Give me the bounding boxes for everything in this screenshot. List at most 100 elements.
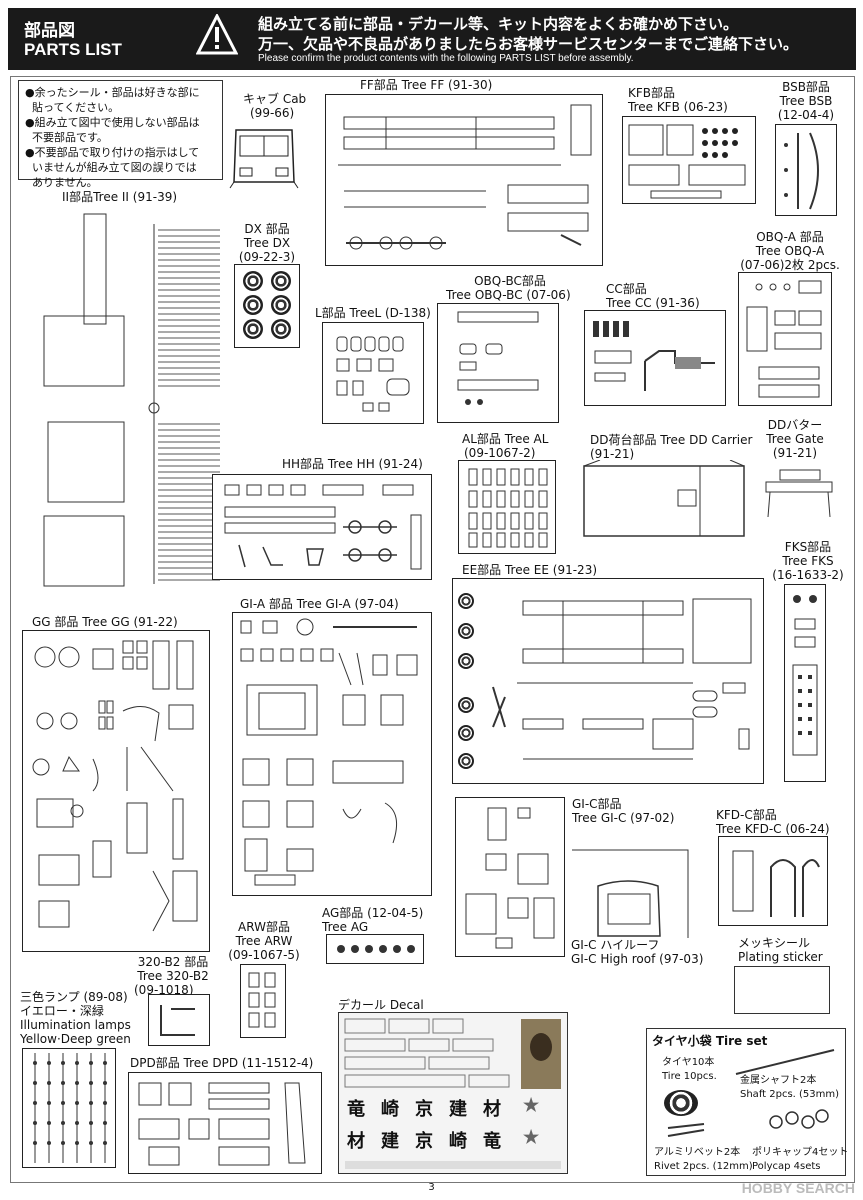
ii-label: II部品Tree II (91-39)	[62, 190, 178, 204]
cab-code: (99-66)	[250, 106, 295, 120]
tree-gia	[232, 612, 432, 896]
dx-tree: Tree DX	[243, 236, 291, 250]
fks-code: (16-1633-2)	[772, 568, 844, 582]
lamps-color-en: Yellow·Deep green	[20, 1032, 131, 1046]
l-label: L部品 TreeL (D-138)	[315, 306, 431, 320]
tree-bsb	[775, 124, 837, 216]
arw-tree: Tree ARW	[235, 934, 293, 948]
lamps-label: 三色ランプ (89-08)	[20, 990, 128, 1004]
fks-label: FKS部品	[784, 540, 832, 554]
ee-label: EE部品 Tree EE (91-23)	[462, 563, 598, 577]
tree-kfb	[622, 116, 756, 204]
al-label: AL部品 Tree AL	[462, 432, 549, 446]
tree-ii	[43, 213, 220, 587]
decal-kanji: 竜	[347, 1099, 365, 1120]
notice-en: Please confirm the product contents with…	[258, 53, 634, 64]
gia-label: GI-A 部品 Tree GI-A (97-04)	[240, 597, 399, 611]
decal-kanji: 材	[483, 1099, 501, 1120]
dd-carrier-drawing	[583, 460, 745, 537]
tree-ff	[325, 94, 603, 266]
decal-kanji: 材	[347, 1131, 365, 1152]
obqbc-label: OBQ-BC部品	[474, 274, 546, 288]
note-line: ●不要部品で取り付けの指示はして	[25, 146, 200, 159]
note-line: ありません。	[25, 176, 98, 189]
hh-label: HH部品 Tree HH (91-24)	[282, 457, 423, 471]
note-line: 不要部品です。	[25, 131, 108, 144]
b2-code: (09-1018)	[134, 983, 194, 997]
rivet-label-jp: アルミリベット2本	[654, 1147, 741, 1158]
tree-b2	[148, 994, 210, 1046]
decal-kanji: 京	[415, 1131, 433, 1152]
dx-label: DX 部品	[244, 222, 290, 236]
lamps-en: Illumination lamps	[20, 1018, 131, 1032]
high-roof-drawing	[572, 849, 689, 938]
shaft-label-jp: 金属シャフト2本	[740, 1075, 817, 1086]
parts-frame	[10, 76, 855, 1183]
rivet-icon	[667, 1123, 705, 1137]
gate-tree: Tree Gate	[766, 432, 824, 446]
ag-tree: Tree AG	[322, 920, 369, 934]
cc-label: CC部品	[606, 282, 647, 296]
obqa-tree: Tree OBQ-A	[755, 244, 825, 258]
tree-dx	[234, 264, 300, 348]
decal-kanji: 崎	[381, 1099, 399, 1120]
tree-dpd	[128, 1072, 322, 1174]
tire-set-title: タイヤ小袋 Tire set	[652, 1034, 768, 1048]
tree-ee	[452, 578, 764, 784]
bsb-label: BSB部品	[782, 80, 830, 94]
header-banner	[8, 8, 856, 70]
tire-icon	[664, 1090, 698, 1116]
notice-jp-line1: 組み立てる前に部品・デカール等、キット内容をよくお確かめ下さい。	[258, 15, 739, 33]
high-roof-code: GI-C High roof (97-03)	[571, 952, 704, 966]
tree-fks	[784, 584, 826, 782]
decal-star-icon: ★	[523, 1127, 540, 1148]
tree-arw	[240, 964, 286, 1038]
decal-sheet: 竜 崎 京 建 材 ★ 材 建 京 崎 竜 ★	[338, 1012, 568, 1174]
tree-l	[322, 322, 424, 424]
fks-tree: Tree FKS	[782, 554, 834, 568]
shaft-icon	[735, 1049, 835, 1075]
b2-tree: Tree 320-B2	[137, 969, 209, 983]
tree-cc	[584, 310, 726, 406]
gate-label: DDバター	[767, 418, 823, 432]
plating-label: メッキシール	[738, 936, 811, 950]
decal-label: デカール Decal	[338, 998, 424, 1012]
cab-drawing	[229, 129, 299, 189]
note-line: いませんが組み立て図の誤りでは	[25, 161, 197, 174]
ag-label: AG部品 (12-04-5)	[322, 906, 424, 920]
tree-gg	[22, 630, 210, 952]
decal-kanji: 建	[381, 1131, 399, 1152]
plating-label-en: Plating sticker	[738, 950, 823, 964]
decal-kanji: 京	[415, 1099, 433, 1120]
tire-set-box	[646, 1028, 846, 1176]
decal-kanji: 竜	[483, 1131, 501, 1152]
note-line: 貼ってください。	[25, 101, 120, 114]
page-title-en: PARTS LIST	[24, 40, 122, 59]
bsb-code: (12-04-4)	[777, 108, 835, 122]
lamps-color-jp: イエロー・深緑	[20, 1004, 104, 1018]
tire-label-en: Tire 10pcs.	[662, 1071, 717, 1082]
gate-code: (91-21)	[772, 446, 818, 460]
arw-label: ARW部品	[238, 920, 290, 934]
dd-code: (91-21)	[590, 447, 635, 461]
note-line: ●余ったシール・部品は好きな部に	[25, 86, 200, 99]
tree-al	[458, 460, 556, 554]
note-line: ●組み立て図中で使用しない部品は	[25, 116, 200, 129]
rivet-label-en: Rivet 2pcs. (12mm)	[654, 1161, 753, 1172]
tree-kfdc	[718, 836, 828, 926]
gic-tree: Tree GI-C (97-02)	[572, 811, 675, 825]
page-number: 3	[428, 1182, 435, 1193]
tire-label-jp: タイヤ10本	[662, 1057, 715, 1068]
arw-code: (09-1067-5)	[228, 948, 300, 962]
gic-label: GI-C部品	[572, 797, 622, 811]
watermark: HOBBY SEARCH	[741, 1180, 855, 1196]
page-title-jp: 部品図	[24, 21, 75, 41]
kfb-code: Tree KFB (06-23)	[628, 100, 728, 114]
dd-label: DD荷台部品 Tree DD Carrier	[590, 433, 753, 447]
al-code: (09-1067-2)	[464, 446, 536, 460]
bsb-tree: Tree BSB	[779, 94, 833, 108]
b2-label: 320-B2 部品	[137, 955, 209, 969]
tree-obqa	[738, 272, 832, 406]
decal-star-icon: ★	[523, 1095, 540, 1116]
notes-box: ●余ったシール・部品は好きな部に 貼ってください。 ●組み立て図中で使用しない部…	[18, 80, 223, 189]
